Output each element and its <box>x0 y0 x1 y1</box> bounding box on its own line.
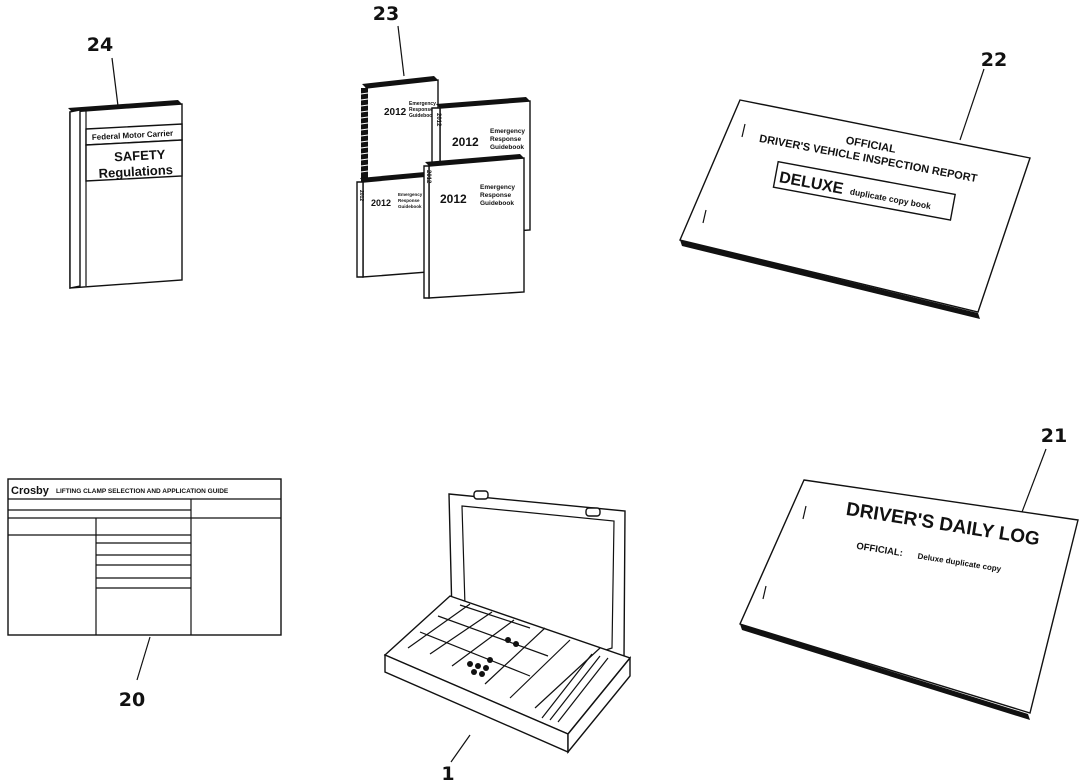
erg-c-line2: Response <box>398 198 420 203</box>
erg-a-line2: Response <box>409 107 433 113</box>
leader-line-20 <box>136 636 151 681</box>
safety-book-publisher: Federal Motor Carrier <box>92 129 174 142</box>
erg-c-year: 2012 <box>371 198 391 208</box>
erg-c-spine-year: 2012 <box>358 190 364 201</box>
drivers-daily-log-book: DRIVER'S DAILY LOG OFFICIAL: Deluxe dupl… <box>739 448 1079 720</box>
callout-21: 21 <box>1041 425 1067 447</box>
erg-b-line3: Guidebook <box>490 144 524 151</box>
erg-b-line2: Response <box>490 136 521 143</box>
crosby-brand: Crosby <box>11 485 50 497</box>
safety-regulations-book: Federal Motor Carrier SAFETY Regulations <box>68 57 183 289</box>
emergency-response-guidebooks: 2012 Emergency Response Guidebook 2012 E… <box>356 25 531 299</box>
callout-24: 24 <box>87 34 113 56</box>
callout-1: 1 <box>441 763 454 782</box>
erg-b-spine-year: 2012 <box>435 113 441 127</box>
parts-organizer-box <box>383 490 632 763</box>
erg-d-year: 2012 <box>440 192 467 206</box>
erg-d-line1: Emergency <box>480 184 515 191</box>
crosby-title: LIFTING CLAMP SELECTION AND APPLICATION … <box>56 488 229 495</box>
leader-line-21 <box>1021 448 1047 513</box>
leader-line-22 <box>959 68 985 141</box>
inspection-report-book: OFFICIAL DRIVER'S VEHICLE INSPECTION REP… <box>679 68 1031 319</box>
spiral-binding <box>361 88 368 186</box>
callout-22: 22 <box>981 49 1007 71</box>
leader-line-24 <box>111 57 119 107</box>
callout-23: 23 <box>373 3 399 25</box>
erg-d-line3: Guidebook <box>480 200 514 207</box>
leader-line-1 <box>450 734 471 763</box>
erg-c-line1: Emergency <box>398 192 423 197</box>
erg-b-line1: Emergency <box>490 128 525 135</box>
crosby-selection-guide: Crosby LIFTING CLAMP SELECTION AND APPLI… <box>7 478 282 681</box>
safety-book-title-line2: Regulations <box>98 162 173 181</box>
safety-book-title-line1: SAFETY <box>114 147 166 165</box>
erg-d-spine-year: 2012 <box>425 170 431 184</box>
erg-a-year: 2012 <box>384 107 407 118</box>
erg-a-line1: Emergency <box>409 101 436 107</box>
erg-d-line2: Response <box>480 192 511 199</box>
erg-a-line3: Guidebook <box>409 113 435 119</box>
erg-b-year: 2012 <box>452 135 479 149</box>
callout-20: 20 <box>119 689 145 711</box>
erg-c-line3: Guidebook <box>398 204 422 209</box>
leader-line-23 <box>397 25 405 77</box>
